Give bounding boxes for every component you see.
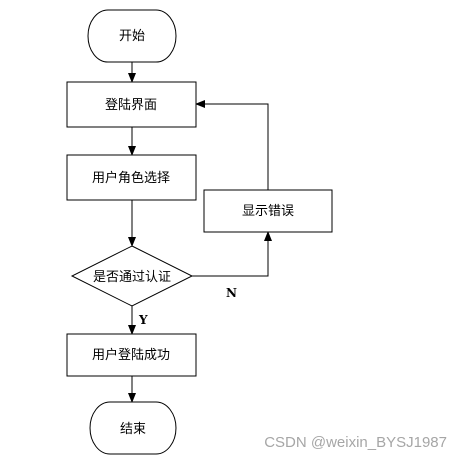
login-screen-node: 登陆界面 — [66, 81, 197, 128]
edge-error-to-login — [195, 100, 269, 190]
error-node: 显示错误 — [203, 189, 333, 233]
watermark: CSDN @weixin_BYSJ1987 — [264, 434, 447, 451]
role-select-node: 用户角色选择 — [66, 154, 197, 201]
success-label: 用户登陆成功 — [92, 347, 170, 363]
decision-label: 是否通过认证 — [93, 270, 171, 285]
start-label: 开始 — [119, 29, 145, 44]
end-label: 结束 — [120, 422, 146, 437]
role-select-label: 用户角色选择 — [92, 170, 170, 186]
success-node: 用户登陆成功 — [66, 333, 197, 377]
end-node: 结束 — [89, 401, 177, 455]
start-node: 开始 — [87, 9, 177, 63]
yes-label: Y — [138, 313, 148, 327]
decision-node: 是否通过认证 — [70, 245, 194, 307]
error-label: 显示错误 — [242, 204, 294, 219]
no-label: N — [226, 286, 237, 300]
login-screen-label: 登陆界面 — [105, 97, 157, 113]
edge-decision-to-error — [192, 231, 272, 277]
